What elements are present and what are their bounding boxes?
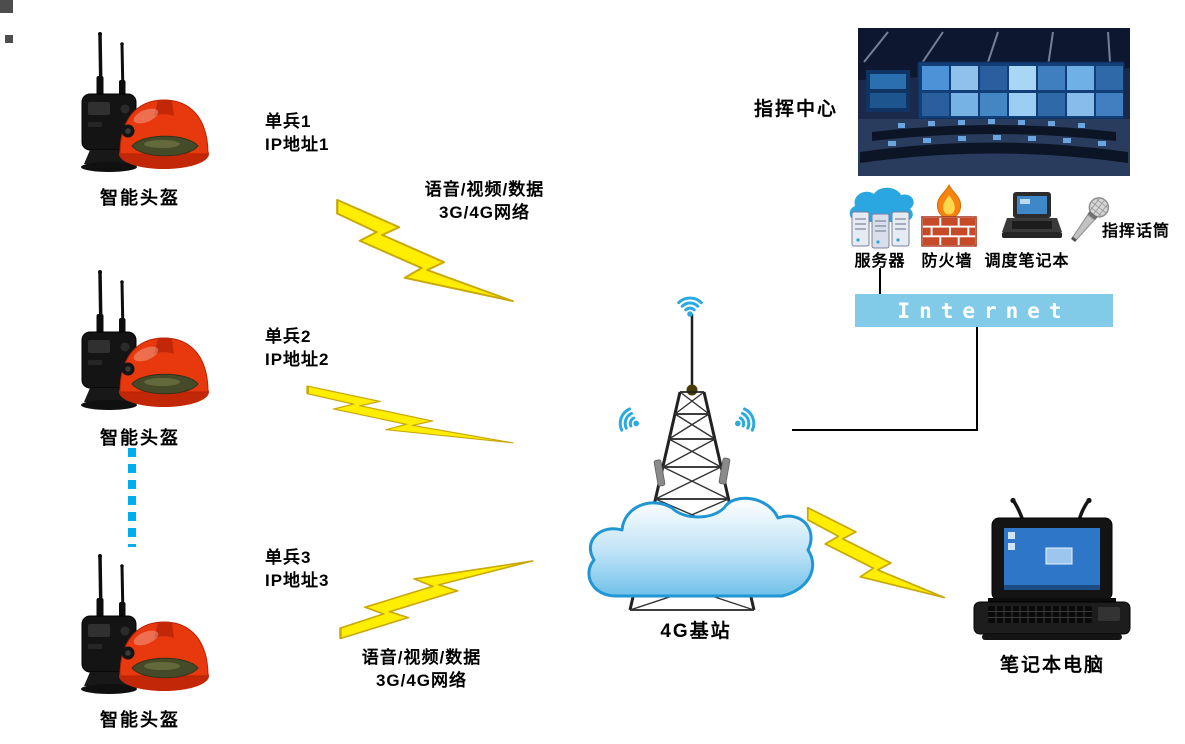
- smart-helmet-device-icon-1: [79, 30, 211, 174]
- base-station-label: 4G基站: [660, 621, 732, 642]
- cloud-icon: [587, 496, 815, 598]
- lightning-bolt-icon-2: [306, 385, 514, 445]
- soldier-1-ip: IP地址1: [265, 135, 330, 154]
- smart-helmet-device-icon-3: [79, 552, 211, 696]
- lightning-bolt-icon-1: [336, 198, 514, 303]
- soldier-3-ip: IP地址3: [265, 571, 330, 590]
- dispatch-laptop-label: 调度笔记本: [984, 253, 1070, 270]
- command-center-photo: [858, 28, 1130, 176]
- soldier-3-name: 单兵3: [265, 548, 312, 567]
- wireless-bottom-line2: 3G/4G网络: [375, 671, 468, 690]
- helmet-label-2: 智能头盔: [100, 428, 180, 448]
- soldier-1-name: 单兵1: [265, 112, 312, 131]
- continuation-dotted-line: [128, 448, 136, 547]
- helmet-label-1: 智能头盔: [100, 188, 180, 208]
- soldier-1-label: 单兵1 IP地址1: [265, 110, 330, 156]
- corner-artifact: [0, 0, 13, 13]
- internet-bar: Internet: [855, 294, 1113, 327]
- helmet-label-3: 智能头盔: [100, 710, 180, 730]
- wireless-label-top: 语音/视频/数据 3G/4G网络: [397, 178, 572, 224]
- field-laptop-icon: [973, 498, 1131, 640]
- wireless-label-bottom: 语音/视频/数据 3G/4G网络: [334, 646, 509, 692]
- microphone-label: 指挥话筒: [1102, 223, 1171, 240]
- command-center-label: 指挥中心: [753, 99, 838, 120]
- smart-helmet-device-icon-2: [79, 268, 211, 412]
- wifi-signal-icon-top: [677, 296, 703, 318]
- wireless-top-line2: 3G/4G网络: [438, 203, 531, 222]
- lightning-bolt-icon-4: [806, 506, 946, 599]
- firewall-label: 防火墙: [921, 253, 973, 270]
- edge-artifact: [5, 35, 13, 43]
- server-icon: [849, 187, 914, 249]
- wireless-top-line1: 语音/视频/数据: [424, 180, 545, 199]
- soldier-2-ip: IP地址2: [265, 350, 330, 369]
- microphone-icon: [1071, 197, 1110, 242]
- soldier-3-label: 单兵3 IP地址3: [265, 546, 330, 592]
- field-laptop-label: 笔记本电脑: [999, 655, 1105, 676]
- soldier-2-label: 单兵2 IP地址2: [265, 325, 330, 371]
- dispatch-laptop-icon: [1002, 192, 1062, 238]
- internet-label: Internet: [897, 298, 1071, 323]
- wireless-bottom-line1: 语音/视频/数据: [361, 648, 482, 667]
- lightning-bolt-icon-3: [339, 559, 534, 640]
- server-label: 服务器: [854, 253, 906, 270]
- soldier-2-name: 单兵2: [265, 327, 312, 346]
- firewall-icon: [921, 184, 977, 247]
